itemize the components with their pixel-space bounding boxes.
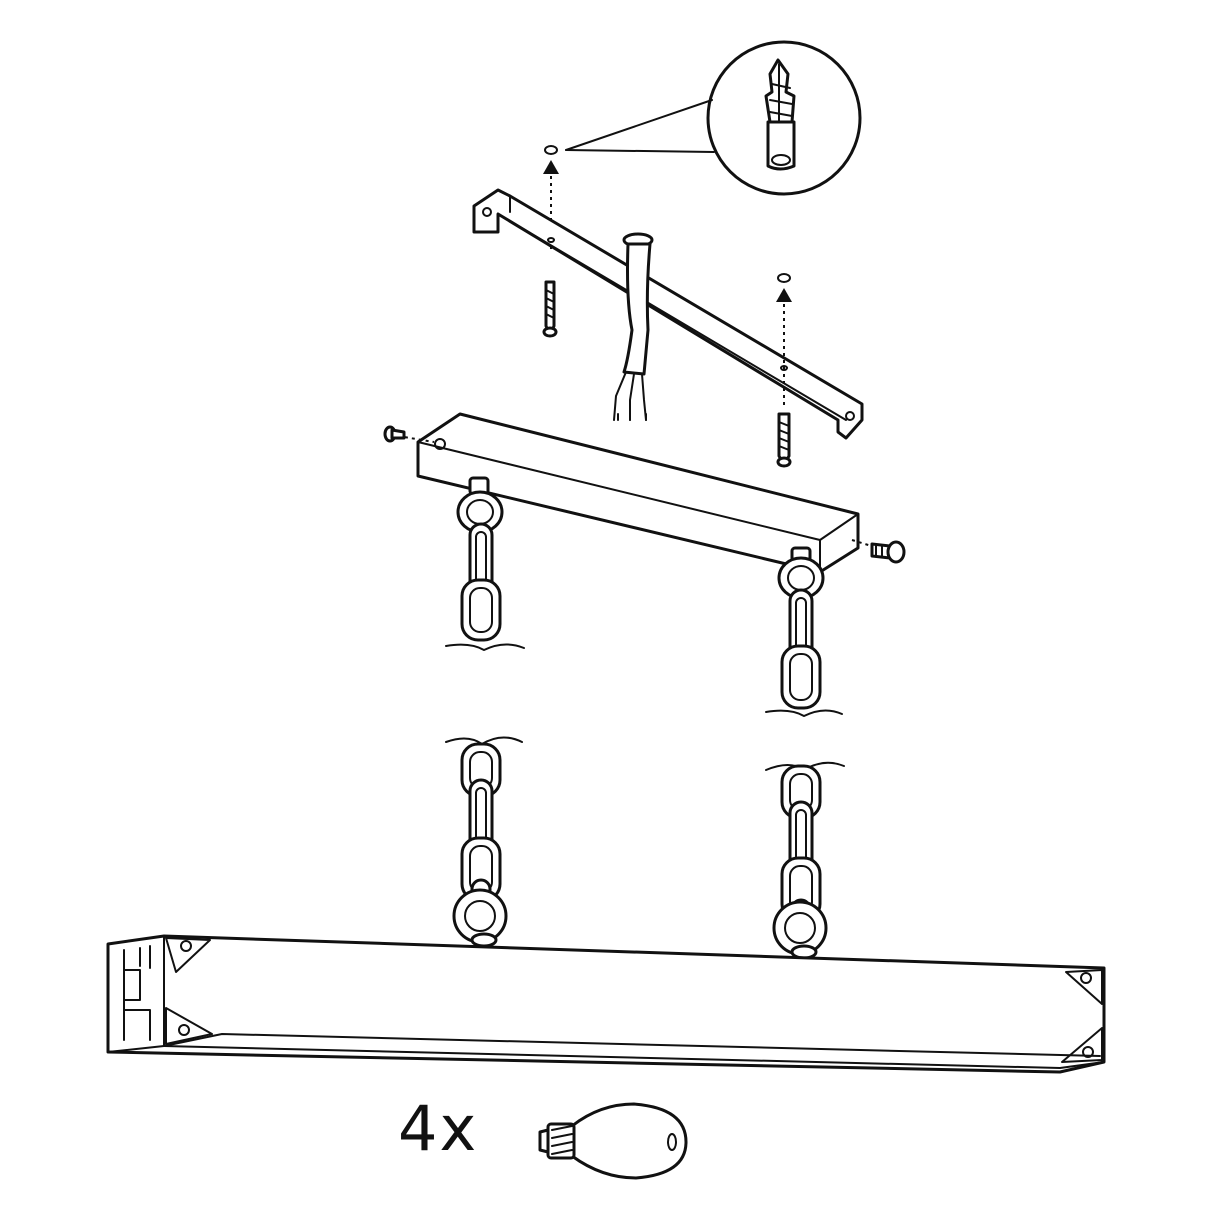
detail-circle: [706, 40, 862, 196]
detail-leader-lower: [565, 149, 715, 153]
ceiling-hole-left: [543, 145, 559, 250]
lamp-body: [106, 934, 1106, 1074]
ceiling-hole-right: [776, 273, 792, 406]
arrow-up-icon: [543, 160, 559, 174]
mounting-bracket: [472, 188, 864, 440]
chain-right-lower: [765, 761, 845, 960]
power-cable: [613, 232, 654, 421]
arrow-up-icon-2: [776, 288, 792, 302]
wall-plug-icon: [764, 58, 796, 171]
bulb-quantity: 4x: [398, 1092, 479, 1165]
detail-leader-upper: [565, 99, 713, 151]
chain-right-upper: [765, 546, 843, 717]
screw-left: [542, 280, 558, 338]
screw-right: [776, 412, 792, 468]
cable-icon: [622, 242, 652, 376]
side-screw-right: [870, 540, 906, 564]
chain-left-lower: [445, 736, 523, 948]
chain-left-upper: [445, 476, 525, 651]
side-screw-left: [383, 425, 406, 443]
bulb-icon: [538, 1102, 688, 1180]
wall-plug-detail: [565, 40, 862, 196]
